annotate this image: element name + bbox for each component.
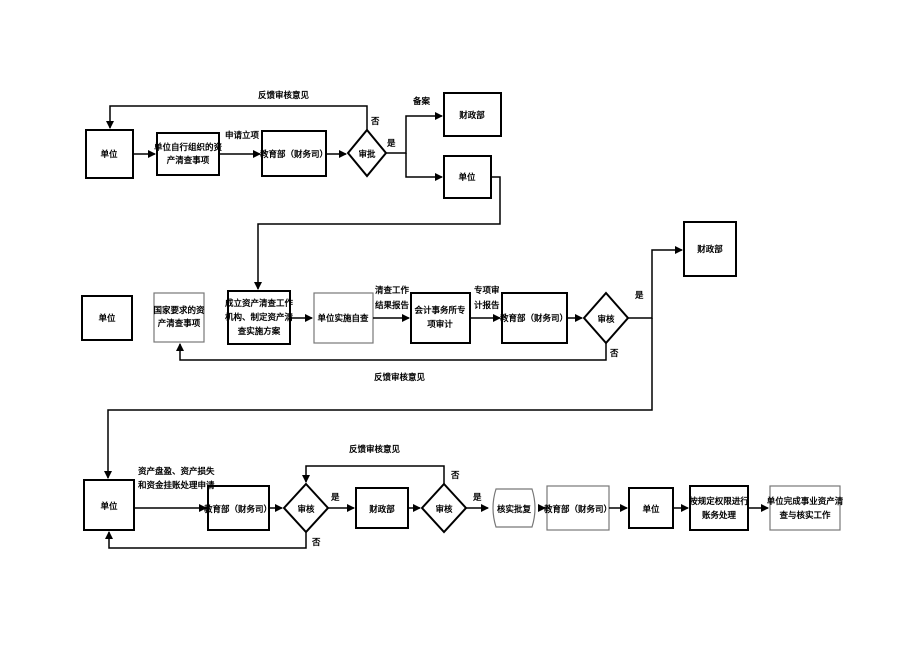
row2-report-line2: 结果报告 <box>375 300 410 311</box>
row2-audit-report-line2: 计报告 <box>474 300 500 311</box>
row3-no2-label: 否 <box>450 471 460 481</box>
row3-unit-b-text: 单位 <box>642 504 660 515</box>
row3-unit-box <box>83 479 135 531</box>
row1-record-label: 备案 <box>412 96 431 107</box>
row1-self-org-box <box>156 132 220 176</box>
row1-self-org-line2: 产清查事项 <box>167 155 210 166</box>
row2-audit-firm-box <box>410 292 471 344</box>
row3-approval-shape <box>492 488 536 528</box>
row3-complete-line1: 单位完成事业资产清 <box>767 496 844 507</box>
row2-national-line2: 产清查事项 <box>158 318 201 329</box>
row1-unit-box <box>85 129 134 179</box>
row3-edu-dept2-text: 教育部（财务司） <box>543 504 612 515</box>
row1-apply-label: 申请立项 <box>225 130 260 141</box>
row3-yes2-label: 是 <box>472 492 482 503</box>
row3-review2-diamond <box>420 482 468 534</box>
row2-unit-text: 单位 <box>98 313 116 324</box>
row2-national-box <box>153 292 205 343</box>
row3-review2-text: 审核 <box>435 504 453 515</box>
row2-feedback-label: 反馈审核意见 <box>374 372 426 383</box>
row1-approve-diamond <box>346 128 388 178</box>
row2-national-line1: 国家要求的资 <box>153 305 205 316</box>
row3-review1-text: 审核 <box>297 504 315 515</box>
row2-edges <box>104 246 683 479</box>
row3-process-line2: 账务处理 <box>702 510 737 521</box>
row2-yes-label: 是 <box>634 290 644 301</box>
row2-establish-line1: 成立资产清查工作 <box>225 298 294 309</box>
row1-self-org-line1: 单位自行组织的资 <box>154 142 223 153</box>
row3-complete-line2: 查与核实工作 <box>778 510 831 521</box>
row1-edu-dept-box <box>261 130 327 177</box>
row3-approval-text: 核实批复 <box>497 504 532 515</box>
row1-unit-b-box <box>443 155 492 199</box>
row3-no1-label: 否 <box>311 538 321 548</box>
row3-edu-dept-text: 教育部（财务司） <box>203 504 272 515</box>
row2-nodes: 单位 国家要求的资 产清查事项 成立资产清查工作 机构、制定资产清 查实施方案 … <box>81 221 737 345</box>
row3-unit-text: 单位 <box>100 501 118 512</box>
row3-complete-box <box>769 485 841 531</box>
row3-process-box <box>689 485 749 531</box>
row1-feedback-label: 反馈审核意见 <box>258 90 310 101</box>
row2-no-label: 否 <box>609 349 619 359</box>
row1-finance-box <box>443 92 502 137</box>
row1-unit-text: 单位 <box>100 149 118 160</box>
row1-yes-label: 是 <box>386 138 396 149</box>
row1-unit-b-text: 单位 <box>458 172 476 183</box>
row2-finance-box <box>683 221 737 277</box>
row3-feedback-label: 反馈审核意见 <box>349 444 401 455</box>
row3-edu-dept2-box <box>546 485 610 531</box>
row3-apply-line2: 和资金挂账处理申请 <box>138 480 215 491</box>
row2-audit-firm-line2: 项审计 <box>427 319 453 330</box>
row2-self-check-box <box>313 292 374 344</box>
row1-approve-text: 审批 <box>358 149 376 160</box>
row2-finance-text: 财政部 <box>696 244 723 255</box>
row2-audit-firm-line1: 会计事务所专 <box>413 305 466 316</box>
row1-nodes: 单位 单位自行组织的资 产清查事项 教育部（财务司） 审批 财政部 单位 <box>85 92 502 199</box>
row2-report-line1: 清查工作 <box>375 285 410 296</box>
row2-edu-dept-text: 教育部（财务司） <box>499 313 568 324</box>
row3-nodes: 单位 教育部（财务司） 审核 财政部 审核 核实批复 教育部（财务司） 单位 按… <box>83 479 844 534</box>
row2-establish-line3: 查实施方案 <box>237 326 281 337</box>
row3-edges <box>105 465 769 549</box>
row1-no-label: 否 <box>370 117 380 127</box>
row2-unit-box <box>81 295 133 341</box>
row3-process-line1: 按规定权限进行 <box>689 496 749 507</box>
row3-yes1-label: 是 <box>330 492 340 503</box>
row3-finance-text: 财政部 <box>368 504 395 515</box>
row2-review-text: 审核 <box>597 314 615 325</box>
row1-finance-text: 财政部 <box>458 110 485 121</box>
row2-edu-dept-box <box>501 292 568 344</box>
row2-self-check-text: 单位实施自查 <box>317 313 369 324</box>
row2-audit-report-line1: 专项审 <box>474 285 500 296</box>
row3-apply-line1: 资产盘盈、资产损失 <box>138 466 215 477</box>
row2-establish-line2: 机构、制定资产清 <box>225 312 294 323</box>
row3-edu-dept-box <box>207 485 270 531</box>
row3-unit-b-box <box>628 487 674 529</box>
row1-edu-dept-text: 教育部（财务司） <box>259 149 328 160</box>
row1-edges <box>106 105 501 290</box>
